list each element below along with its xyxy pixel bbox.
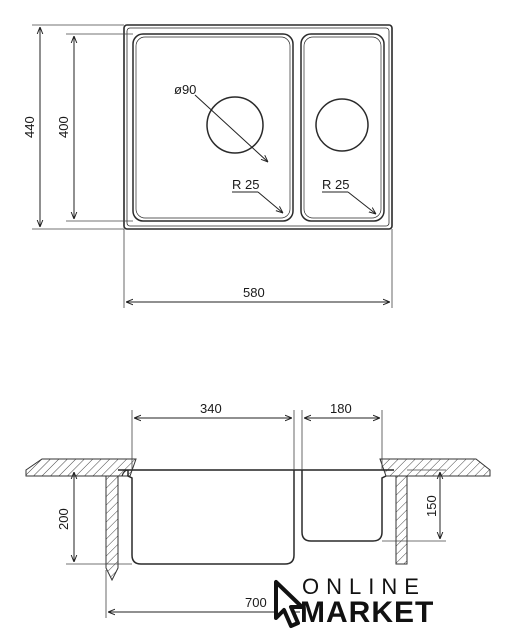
logo-line2: MARKET (300, 596, 435, 629)
dim-label-580: 580 (243, 285, 265, 300)
radius-right-arrow (347, 191, 376, 214)
online-market-logo: ONLINE MARKET (270, 574, 433, 634)
sink-outer-rim (123, 24, 393, 230)
drain-leader (194, 94, 268, 162)
top-view: ø90 R 25 R 25 440 400 580 (22, 24, 393, 308)
right-drain-circle (315, 98, 369, 152)
dim-label-150: 150 (424, 495, 439, 517)
sink-inner-rim (126, 27, 390, 227)
dim-label-200: 200 (56, 508, 71, 530)
dim-label-400: 400 (56, 116, 71, 138)
radius-left-label: R 25 (232, 177, 259, 192)
left-drain-circle (206, 96, 264, 154)
cursor-arrow-icon (274, 580, 304, 628)
dim-label-180: 180 (330, 401, 352, 416)
section-view: 340 180 200 150 700 (25, 401, 491, 618)
radius-right-label: R 25 (322, 177, 349, 192)
radius-left-arrow (257, 191, 283, 213)
left-bowl-outline (132, 33, 294, 222)
countertop-left (25, 458, 137, 477)
cabinet-wall-right (395, 475, 408, 565)
left-bowl-inner (135, 36, 291, 219)
dim-label-700: 700 (245, 595, 267, 610)
right-bowl-inner (303, 36, 382, 219)
left-bowl-profile (127, 470, 295, 565)
cabinet-wall-left (105, 475, 119, 582)
countertop-right (379, 458, 491, 477)
dim-label-340: 340 (200, 401, 222, 416)
logo-line1: ONLINE (302, 574, 426, 599)
right-bowl-profile (301, 470, 387, 542)
dim-label-440: 440 (22, 116, 37, 138)
drain-diameter-label: ø90 (174, 82, 196, 97)
left-bowl-lip (121, 469, 129, 477)
right-bowl-outline (300, 33, 385, 222)
